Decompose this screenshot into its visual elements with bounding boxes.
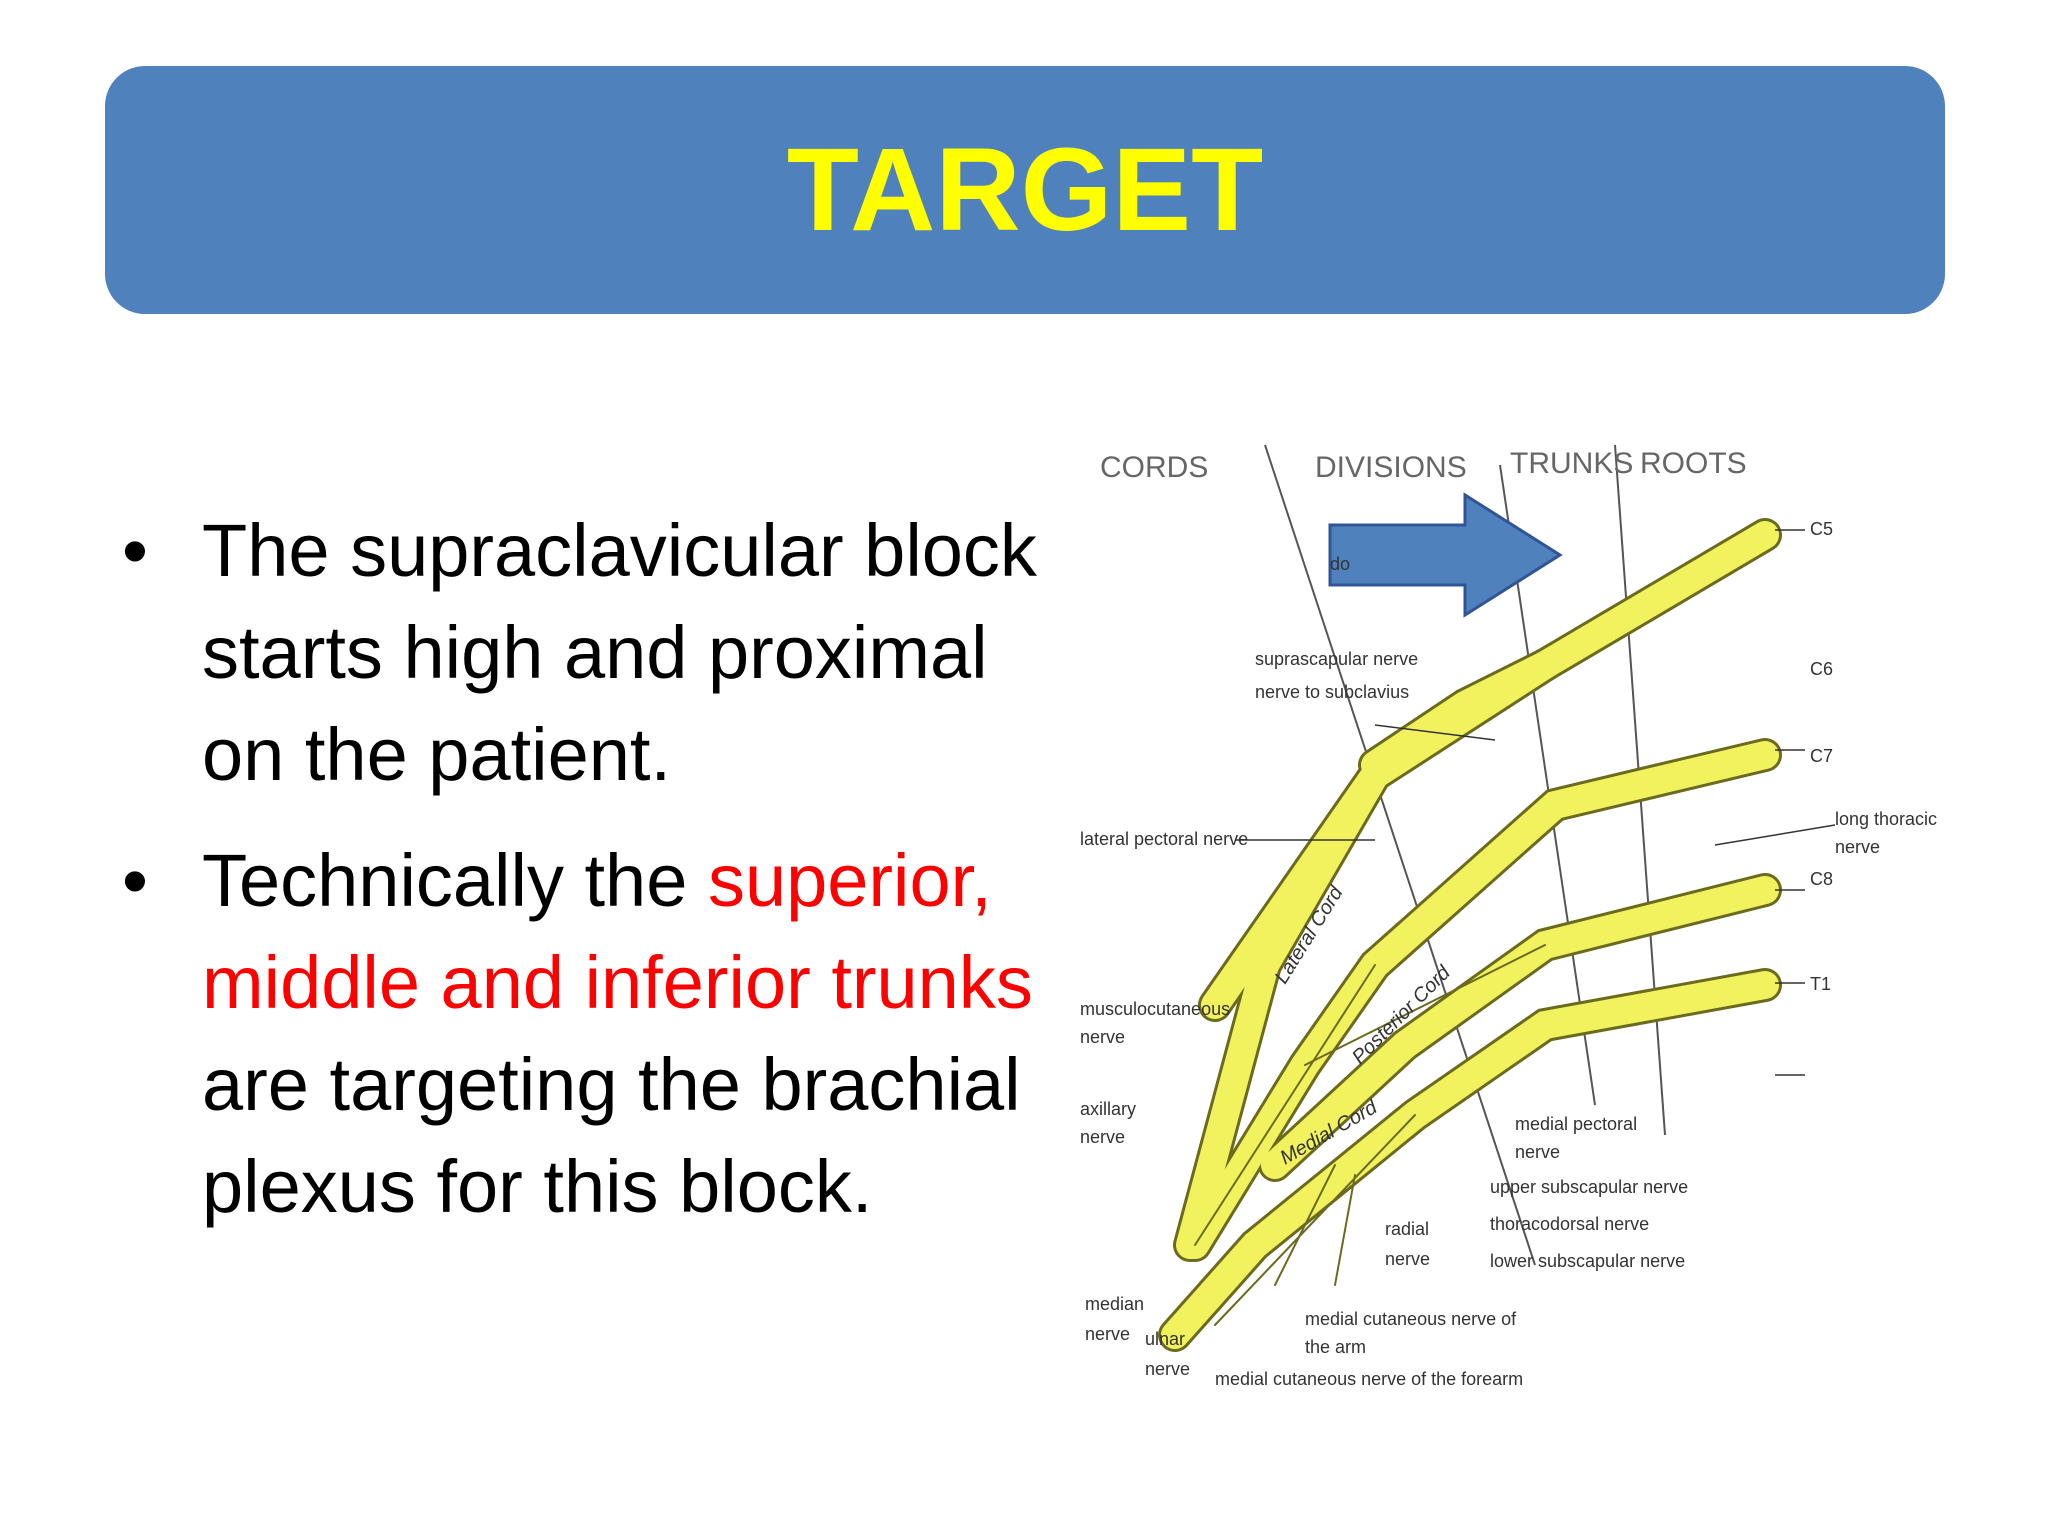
label-musculocutaneous-2: nerve [1080, 1027, 1125, 1047]
label-upper-subscapular: upper subscapular nerve [1490, 1177, 1688, 1197]
label-med-cut-arm-2: the arm [1305, 1337, 1366, 1357]
label-axillary-2: nerve [1080, 1127, 1125, 1147]
root-c6: C6 [1810, 659, 1833, 679]
bullet-item-2: • Technically the superior, middle and i… [120, 830, 1080, 1238]
target-arrow-icon [1328, 492, 1563, 618]
label-long-thoracic-2: nerve [1835, 837, 1880, 857]
header-cords: CORDS [1100, 451, 1208, 484]
label-med-cut-arm-1: medial cutaneous nerve of [1305, 1309, 1517, 1329]
label-thoracodorsal: thoracodorsal nerve [1490, 1214, 1649, 1234]
bullet-text-highlight: superior, middle and inferior trunks [202, 839, 1033, 1024]
label-suprascapular: suprascapular nerve [1255, 649, 1418, 669]
bullet-text: The supraclavicular block starts high an… [202, 509, 1037, 796]
bullet-dot-icon: • [122, 509, 148, 592]
label-subclavius: nerve to subclavius [1255, 682, 1409, 702]
label-med-cut-forearm: medial cutaneous nerve of the forearm [1215, 1369, 1523, 1389]
label-radial-1: radial [1385, 1219, 1429, 1239]
root-c7: C7 [1810, 746, 1833, 766]
brachial-plexus-diagram: CORDS DIVISIONS TRUNKS ROOTS C5 C6 C7 C8… [1080, 444, 1937, 1389]
bullet-text-post: are targeting the brachial plexus for th… [202, 1043, 1021, 1228]
bullet-item-1: • The supraclavicular block starts high … [120, 500, 1080, 806]
bullet-list: • The supraclavicular block starts high … [120, 500, 1080, 1262]
label-axillary-1: axillary [1080, 1099, 1136, 1119]
title-banner: TARGET [105, 66, 1945, 314]
bullet-text-pre: Technically the [202, 839, 708, 922]
header-trunks: TRUNKS [1510, 447, 1633, 480]
header-roots: ROOTS [1640, 447, 1747, 480]
label-medial-pectoral-1: medial pectoral [1515, 1114, 1637, 1134]
label-dorsal-partial: do [1330, 554, 1350, 574]
label-musculocutaneous-1: musculocutaneous [1080, 999, 1230, 1019]
label-lateral-pectoral: lateral pectoral nerve [1080, 829, 1248, 849]
label-ulnar-2: nerve [1145, 1359, 1190, 1379]
label-ulnar-1: ulnar [1145, 1329, 1185, 1349]
slide-title: TARGET [786, 124, 1264, 256]
label-median-2: nerve [1085, 1324, 1130, 1344]
header-divisions: DIVISIONS [1315, 451, 1467, 484]
nerve-bundle [1158, 518, 1782, 1352]
label-long-thoracic-1: long thoracic [1835, 809, 1937, 829]
label-median-1: median [1085, 1294, 1144, 1314]
root-c5: C5 [1810, 519, 1833, 539]
label-radial-2: nerve [1385, 1249, 1430, 1269]
root-t1: T1 [1810, 974, 1831, 994]
root-c8: C8 [1810, 869, 1833, 889]
bullet-dot-icon: • [122, 839, 148, 922]
label-lower-subscapular: lower subscapular nerve [1490, 1251, 1685, 1271]
label-medial-pectoral-2: nerve [1515, 1142, 1560, 1162]
